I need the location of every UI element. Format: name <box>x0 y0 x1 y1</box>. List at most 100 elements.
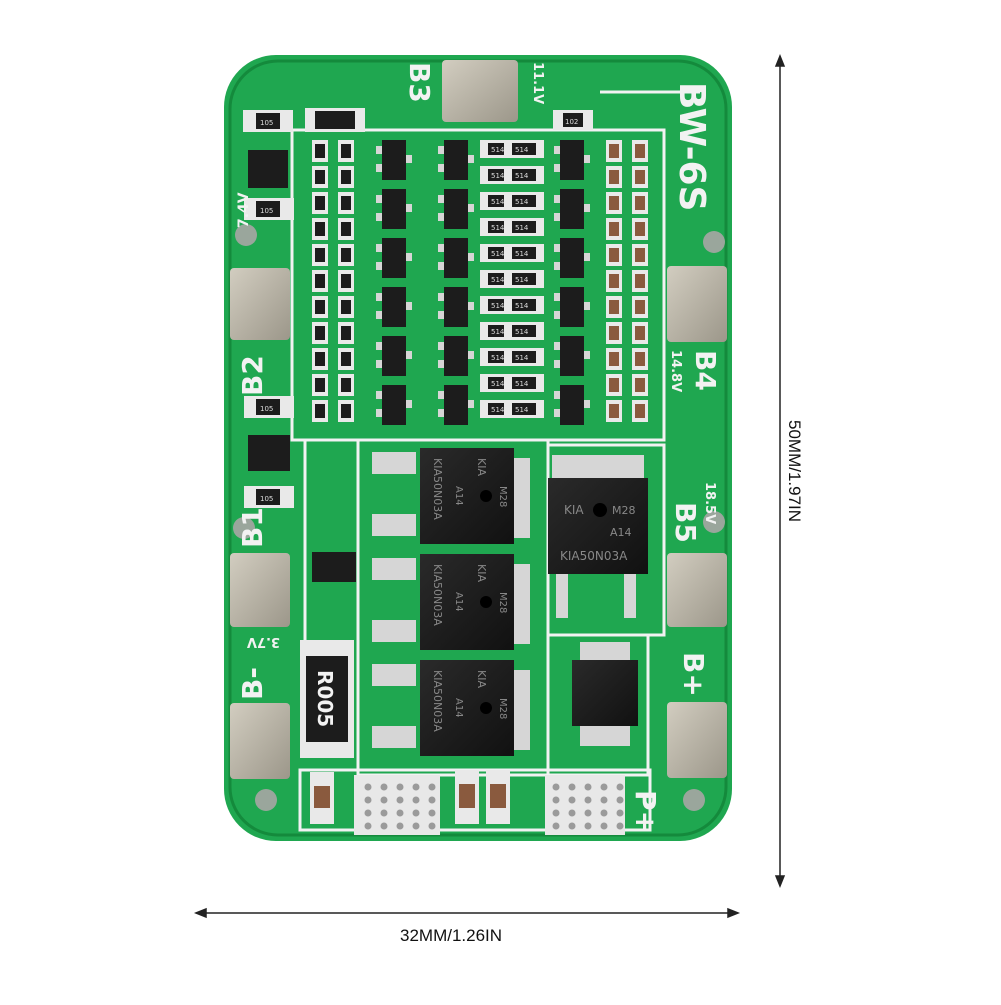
sot23-transistor <box>554 336 590 376</box>
voltage-185: 18.5V <box>702 482 717 524</box>
resistor-marking: 514 <box>515 380 529 388</box>
sot23-transistor <box>554 238 590 278</box>
smd-resistor <box>606 244 622 266</box>
via-dot <box>428 809 436 817</box>
smd-resistor <box>606 270 622 292</box>
height-dimension-arrow <box>774 53 786 889</box>
smd-resistor <box>606 218 622 240</box>
via-dot <box>552 822 560 830</box>
smd-resistor <box>632 166 648 188</box>
resistor-marking: 514 <box>491 198 505 206</box>
sot23-transistor <box>554 189 590 229</box>
sot23-transistor <box>376 140 412 180</box>
mosfet-code: M28 <box>612 504 636 517</box>
smd-resistor <box>312 374 328 396</box>
via-dot <box>584 783 592 791</box>
mounting-hole <box>255 789 277 811</box>
resistor-marking: 514 <box>515 224 529 232</box>
model-label: BW-6S <box>671 82 712 211</box>
via-dot <box>616 809 624 817</box>
label-b-plus: B+ <box>677 652 710 697</box>
smd-resistor: 514 <box>504 374 544 392</box>
sot23-transistor <box>438 336 474 376</box>
solder-pad-b-minus <box>230 703 290 779</box>
smd-resistor <box>312 140 328 162</box>
resistor-marking: 514 <box>491 224 505 232</box>
solder-pad-b2 <box>230 268 290 340</box>
smd-resistor <box>338 140 354 162</box>
sot23-transistor <box>376 385 412 425</box>
smd-resistor <box>606 348 622 370</box>
smd-resistor: 514 <box>504 270 544 288</box>
via-dot <box>584 796 592 804</box>
label-b2: B2 <box>236 355 269 396</box>
smd-resistor <box>632 270 648 292</box>
resistor-marking: 514 <box>515 146 529 154</box>
mosfet-part: KIA50N03A <box>560 549 628 563</box>
via-dot <box>380 822 388 830</box>
shunt-marking: R005 <box>313 670 337 727</box>
resistor-marking: 102 <box>565 118 578 126</box>
resistor-marking: 514 <box>491 276 505 284</box>
via-dot <box>552 783 560 791</box>
via-dot <box>396 783 404 791</box>
smd-resistor <box>312 218 328 240</box>
label-p-plus: P+ <box>629 790 662 834</box>
voltage-37: 3.7V <box>247 634 280 649</box>
resistor-marking: 514 <box>515 172 529 180</box>
mounting-hole <box>235 224 257 246</box>
resistor-marking: 514 <box>491 302 505 310</box>
sot23-transistor <box>554 385 590 425</box>
smd-resistor <box>632 140 648 162</box>
resistor-marking: 514 <box>515 354 529 362</box>
mounting-hole <box>703 511 725 533</box>
smd-resistor <box>606 192 622 214</box>
via-dot <box>568 809 576 817</box>
via-dot <box>364 822 372 830</box>
label-b-minus: B- <box>236 667 269 700</box>
smd-resistor: 514 <box>504 296 544 314</box>
via-dot <box>568 783 576 791</box>
smd-resistor <box>312 166 328 188</box>
mosfet-code: M28 <box>497 698 508 719</box>
label-b1: B1 <box>236 507 269 548</box>
via-dot <box>412 822 420 830</box>
mosfet-lot: A14 <box>453 698 464 718</box>
via-dot <box>396 809 404 817</box>
resistor-marking: 514 <box>491 250 505 258</box>
smd-resistor <box>632 348 648 370</box>
height-dimension-label: 50MM/1.97IN <box>785 420 804 523</box>
smd-resistor <box>606 322 622 344</box>
smd-resistor <box>338 374 354 396</box>
via-dot <box>600 796 608 804</box>
sot-transistor <box>312 552 356 582</box>
via-dot <box>428 783 436 791</box>
resistor-marking: 105 <box>260 119 273 127</box>
via-dot <box>380 796 388 804</box>
via-dot <box>584 822 592 830</box>
sot23-transistor <box>376 336 412 376</box>
smd-resistor <box>632 374 648 396</box>
smd-resistor <box>632 400 648 422</box>
mosfet-code: M28 <box>497 486 508 507</box>
mounting-hole <box>683 789 705 811</box>
smd-resistor <box>338 296 354 318</box>
smd-resistor <box>606 400 622 422</box>
diode-package <box>572 642 638 746</box>
smd-resistor: 514 <box>504 218 544 236</box>
mosfet-part: KIA50N03A <box>431 564 444 626</box>
resistor-marking: 514 <box>491 406 505 414</box>
smd-resistor <box>312 348 328 370</box>
sot23-transistor <box>438 287 474 327</box>
smd-resistor <box>338 348 354 370</box>
smd-resistor <box>312 296 328 318</box>
mosfet-part: KIA50N03A <box>431 670 444 732</box>
smd-resistor <box>312 270 328 292</box>
via-dot <box>568 796 576 804</box>
smd-resistor <box>312 322 328 344</box>
smd-resistor <box>312 192 328 214</box>
resistor-marking: 105 <box>260 405 273 413</box>
sot23-transistor <box>438 140 474 180</box>
smd-resistor <box>338 322 354 344</box>
smd-resistor <box>338 400 354 422</box>
